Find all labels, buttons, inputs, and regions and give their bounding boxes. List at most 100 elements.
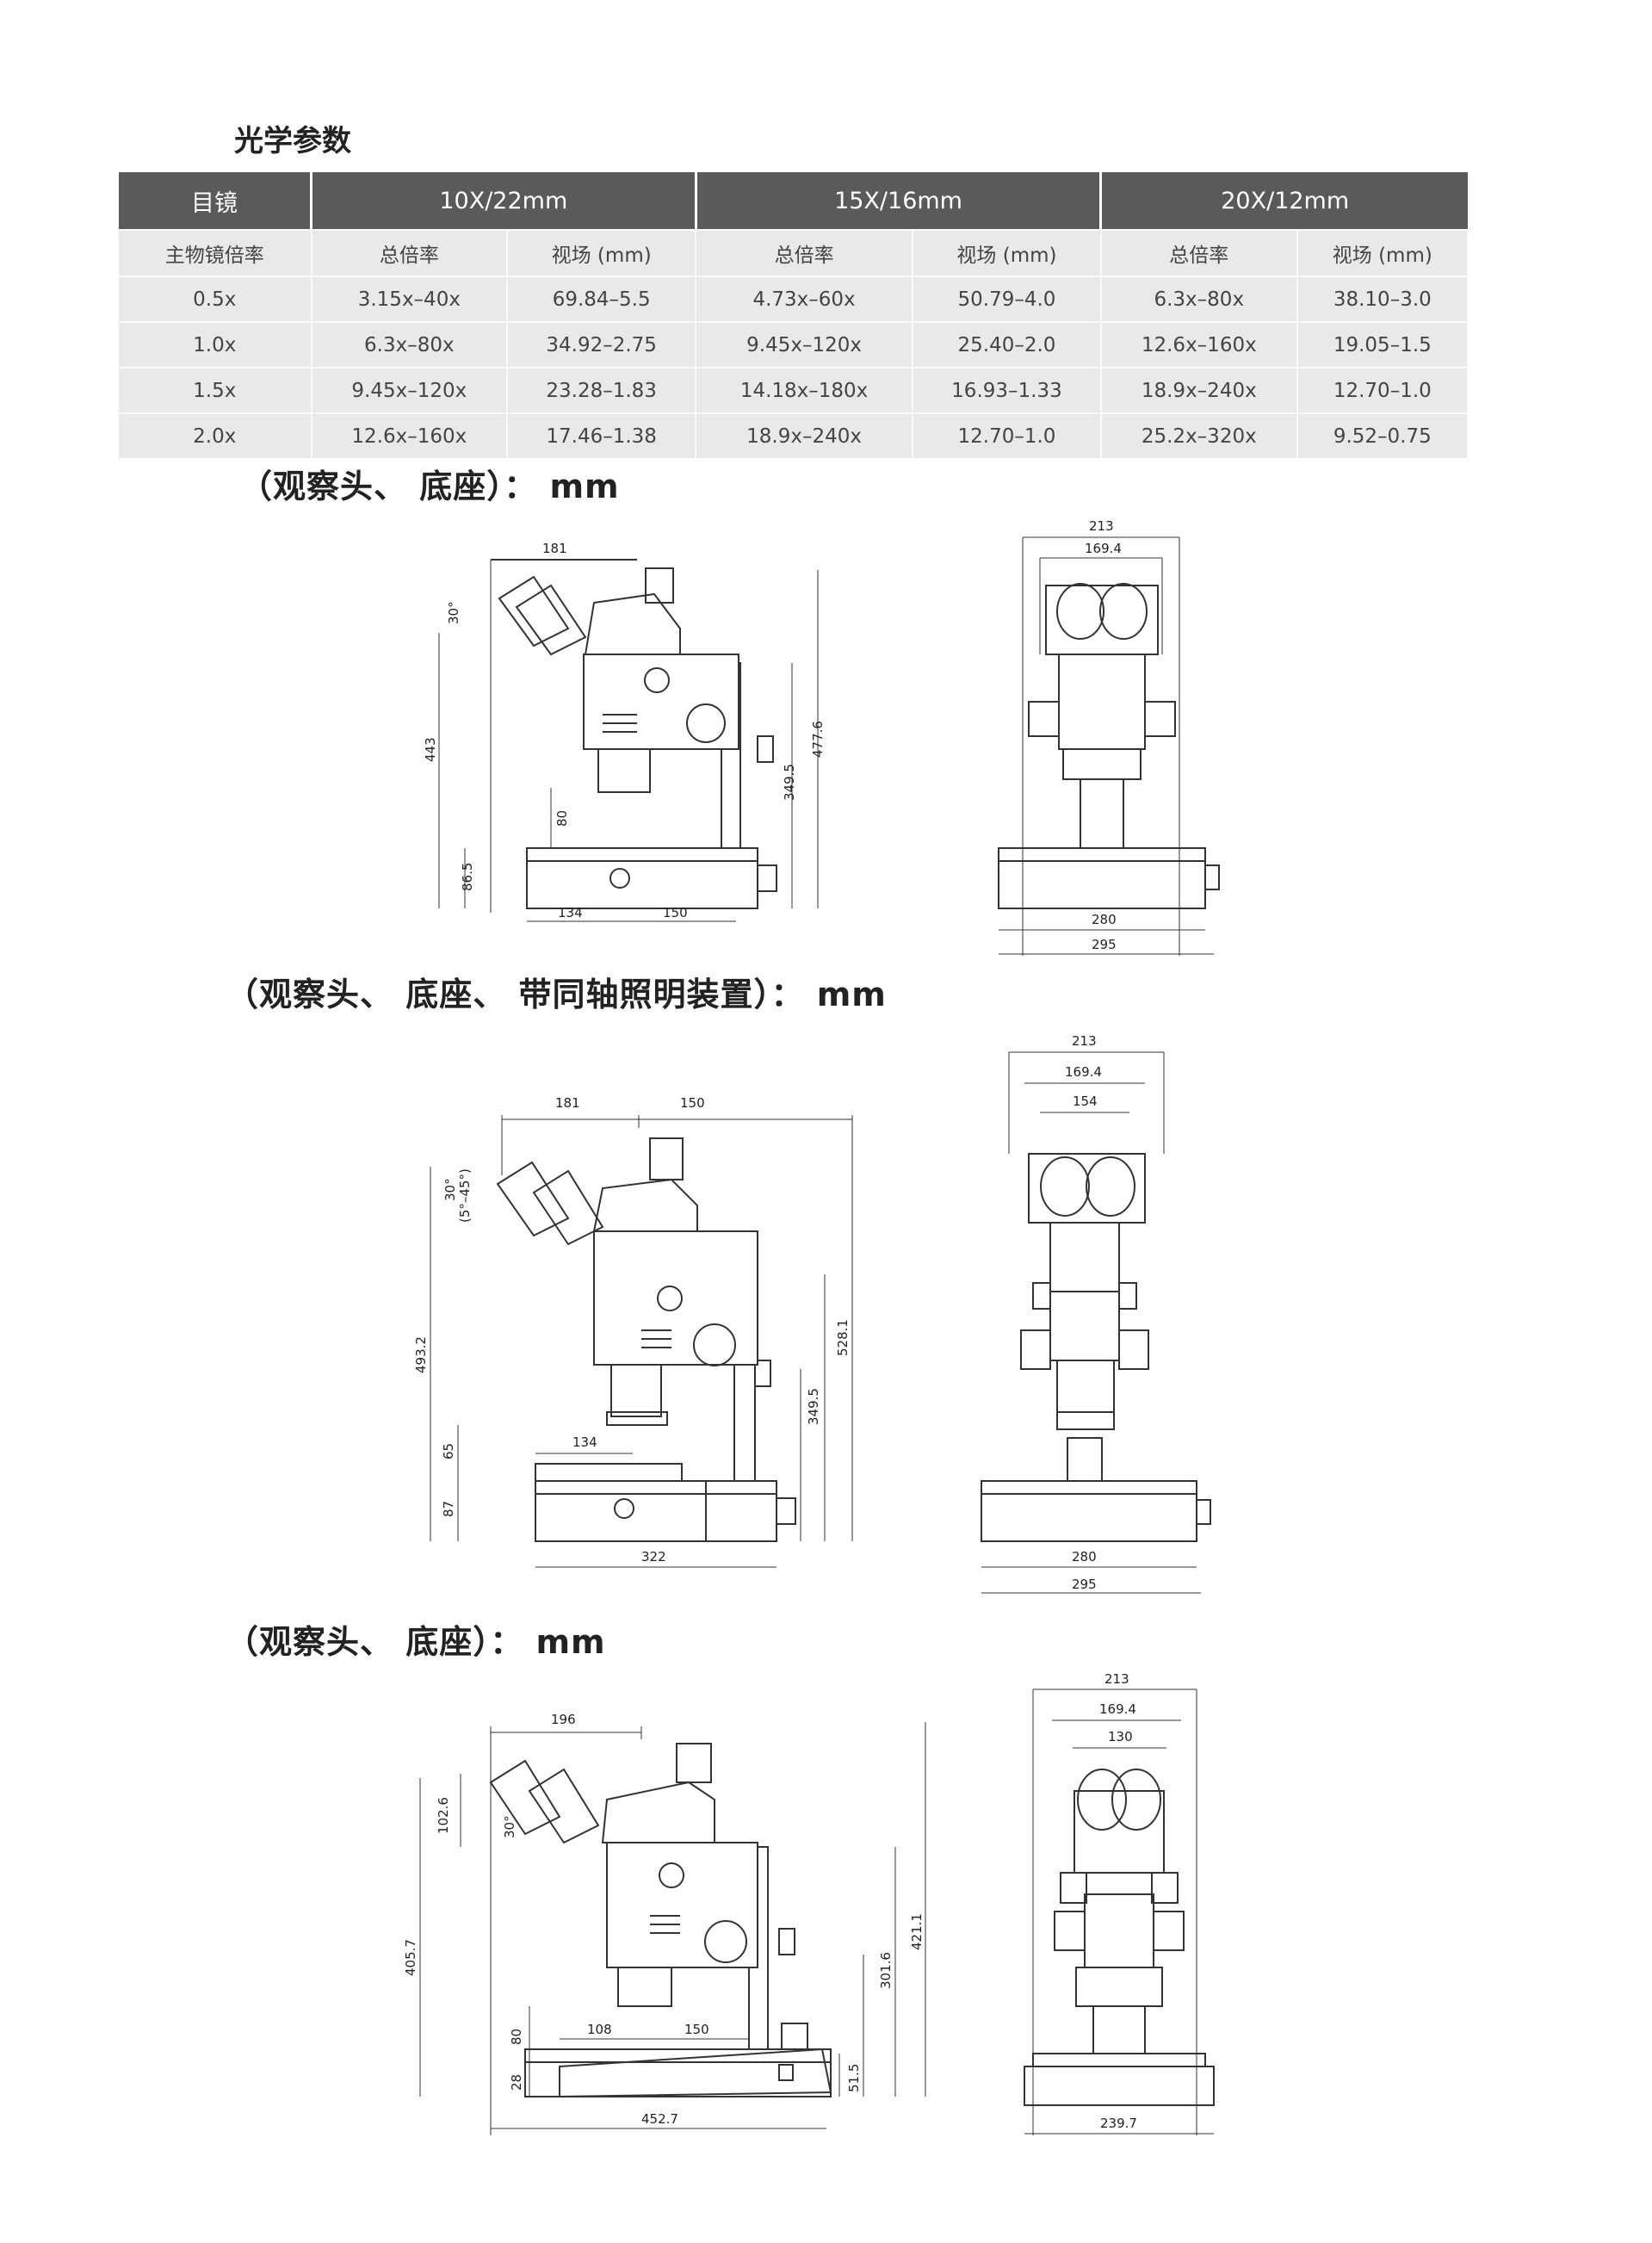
- dim-label: 150: [663, 905, 688, 920]
- table-cell: 12.70–1.0: [1296, 367, 1469, 413]
- section-title-3: （观察头、 底座）： mm: [226, 1623, 606, 1661]
- dim-label: 452.7: [641, 2111, 678, 2127]
- table-cell: 12.6x–160x: [1100, 321, 1298, 368]
- table-subheader-cell: 总倍率: [1100, 229, 1298, 276]
- dim-label: 154: [1073, 1094, 1098, 1109]
- table-cell: 1.5x: [119, 367, 312, 413]
- table-cell: 25.2x–320x: [1100, 412, 1298, 458]
- table-subheader-cell: 主物镜倍率: [119, 229, 312, 276]
- dim-label: 421.1: [909, 1913, 925, 1950]
- table-cell: 18.9x–240x: [696, 412, 913, 458]
- dimension-labels: 181 30° 443 80 86.5 134 150 349.5 477.6 …: [403, 518, 1137, 2131]
- dim-label: 280: [1072, 1549, 1097, 1565]
- dim-label: 528.1: [835, 1319, 851, 1356]
- table-row: 1.5x 9.45x–120x 23.28–1.83 14.18x–180x 1…: [119, 367, 1469, 413]
- dim-label: 213: [1104, 1671, 1129, 1687]
- table-cell: 50.79–4.0: [912, 276, 1102, 322]
- table-cell: 12.6x–160x: [311, 412, 509, 458]
- table-header-cell: 10X/22mm: [311, 172, 697, 230]
- dim-label: 405.7: [403, 1939, 418, 1976]
- dim-label: 80: [554, 810, 570, 827]
- dim-label: 181: [542, 541, 567, 556]
- side-view-drawing-2: [430, 1115, 853, 1568]
- dim-label: 28: [509, 2074, 524, 2091]
- table-cell: 9.52–0.75: [1296, 412, 1469, 458]
- table-cell: 0.5x: [119, 276, 312, 322]
- dim-label: 493.2: [413, 1336, 429, 1373]
- table-cell: 4.73x–60x: [696, 276, 913, 322]
- table-header-cell: 20X/12mm: [1100, 172, 1468, 230]
- dim-label: 134: [558, 905, 583, 920]
- dim-label: 301.6: [878, 1952, 894, 1989]
- dim-label: 169.4: [1099, 1701, 1136, 1717]
- front-view-drawing-2: [981, 1051, 1211, 1594]
- table-cell: 23.28–1.83: [507, 367, 697, 413]
- side-view-drawing-1: [438, 559, 819, 922]
- front-view-drawing-1: [998, 536, 1220, 956]
- dim-label: 295: [1092, 937, 1117, 952]
- table-cell: 69.84–5.5: [507, 276, 697, 322]
- dim-label: 150: [684, 2022, 709, 2037]
- table-cell: 1.0x: [119, 321, 312, 368]
- dim-label: 477.6: [810, 721, 826, 758]
- table-row: 0.5x 3.15x–40x 69.84–5.5 4.73x–60x 50.79…: [119, 276, 1469, 322]
- dim-label: 322: [641, 1549, 666, 1565]
- dim-label: 349.5: [782, 764, 797, 801]
- dim-label: 134: [572, 1434, 597, 1450]
- table-header-cell: 目镜: [119, 172, 312, 230]
- dim-label: 181: [555, 1095, 580, 1111]
- table-cell: 19.05–1.5: [1296, 321, 1469, 368]
- table-cell: 6.3x–80x: [1100, 276, 1298, 322]
- table-cell: 17.46–1.38: [507, 412, 697, 458]
- dim-label: 108: [587, 2022, 612, 2037]
- dim-label: 169.4: [1085, 541, 1122, 556]
- table-header-row: 目镜 10X/22mm 15X/16mm 20X/12mm: [119, 172, 1468, 230]
- dim-label: 349.5: [806, 1388, 821, 1425]
- table-cell: 14.18x–180x: [696, 367, 913, 413]
- table-header-cell: 15X/16mm: [696, 172, 1103, 230]
- table-cell: 2.0x: [119, 412, 312, 458]
- table-cell: 12.70–1.0: [912, 412, 1102, 458]
- table-cell: 18.9x–240x: [1100, 367, 1298, 413]
- table-subheader-cell: 总倍率: [311, 229, 509, 276]
- dim-label: 280: [1092, 912, 1117, 927]
- dim-label: 130: [1108, 1729, 1133, 1744]
- dim-label: 196: [551, 1712, 576, 1727]
- front-view-drawing-3: [1024, 1688, 1215, 2135]
- table-cell: 9.45x–120x: [311, 367, 509, 413]
- dim-label: 295: [1072, 1577, 1097, 1592]
- dim-label: 150: [680, 1095, 705, 1111]
- dim-label: (5°–45°): [457, 1168, 473, 1223]
- table-cell: 38.10–3.0: [1296, 276, 1469, 322]
- dim-label: 102.6: [436, 1797, 451, 1834]
- dim-label: 213: [1089, 518, 1114, 534]
- dim-label: 87: [441, 1501, 456, 1517]
- dim-label: 65: [441, 1443, 456, 1459]
- side-view-drawing-3: [419, 1722, 926, 2135]
- table-cell: 9.45x–120x: [696, 321, 913, 368]
- table-subheader-cell: 总倍率: [696, 229, 913, 276]
- dim-label: 169.4: [1065, 1064, 1102, 1080]
- table-cell: 3.15x–40x: [311, 276, 509, 322]
- table-subheader-cell: 视场 (mm): [912, 229, 1102, 276]
- dim-label: 443: [423, 737, 438, 762]
- dim-label: 80: [509, 2029, 524, 2045]
- table-cell: 6.3x–80x: [311, 321, 509, 368]
- section-title-2: （观察头、 底座、 带同轴照明装置）： mm: [226, 976, 887, 1013]
- table-subheader-cell: 视场 (mm): [507, 229, 697, 276]
- table-cell: 25.40–2.0: [912, 321, 1102, 368]
- page-heading: 光学参数: [234, 124, 351, 158]
- table-cell: 34.92–2.75: [507, 321, 697, 368]
- dim-label: 30°: [446, 601, 461, 624]
- dim-label: 86.5: [460, 863, 475, 891]
- table-row: 2.0x 12.6x–160x 17.46–1.38 18.9x–240x 12…: [119, 412, 1469, 458]
- optical-parameters-table: 目镜 10X/22mm 15X/16mm 20X/12mm 主物镜倍率 总倍率 …: [119, 172, 1469, 458]
- dim-label: 213: [1072, 1033, 1097, 1049]
- table-cell: 16.93–1.33: [912, 367, 1102, 413]
- table-row: 1.0x 6.3x–80x 34.92–2.75 9.45x–120x 25.4…: [119, 321, 1469, 368]
- dim-label: 239.7: [1100, 2116, 1137, 2131]
- dim-label: 51.5: [846, 2064, 862, 2092]
- dim-label: 30°: [502, 1815, 517, 1838]
- dim-label: 30°: [442, 1178, 458, 1201]
